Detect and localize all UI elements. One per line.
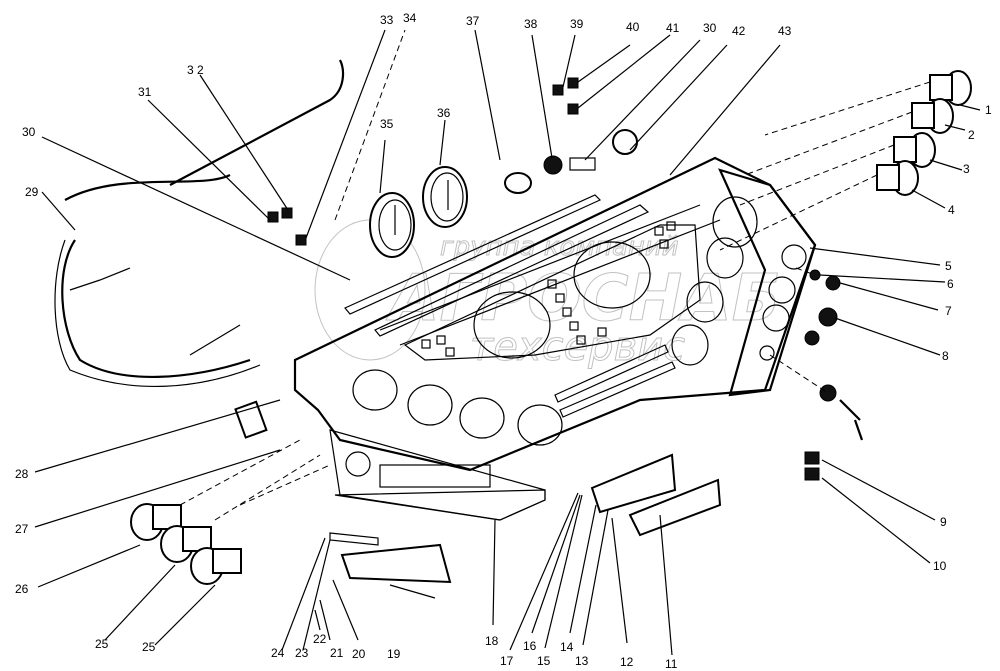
callout-22: 22 — [313, 632, 327, 646]
leader-lines — [34, 29, 981, 656]
callout-35: 35 — [380, 117, 394, 131]
wire-harness — [54, 59, 345, 388]
callout-10: 10 — [933, 559, 947, 573]
callout-30b: 30 — [703, 21, 717, 35]
callout-17: 17 — [500, 654, 514, 668]
callout-33: 33 — [380, 13, 394, 27]
callout-25a: 25 — [95, 637, 109, 651]
callout-42: 42 — [732, 24, 746, 38]
callout-31: 31 — [138, 85, 152, 99]
callout-6: 6 — [947, 277, 954, 291]
callout-18: 18 — [485, 634, 499, 648]
callout-21: 21 — [330, 646, 344, 660]
gauge-opening — [686, 281, 724, 323]
callout-38: 38 — [524, 17, 538, 31]
callout-25b: 25 — [142, 640, 156, 654]
callout-7: 7 — [945, 304, 952, 318]
callout-14: 14 — [560, 640, 574, 654]
callout-29: 29 — [25, 185, 39, 199]
assembly-lines — [179, 81, 931, 521]
gauge-opening — [473, 291, 551, 359]
callout-27: 27 — [15, 522, 29, 536]
small-parts — [234, 77, 864, 584]
callout-30a: 30 — [22, 125, 36, 139]
callout-3: 3 — [963, 162, 970, 176]
callout-15: 15 — [537, 654, 551, 668]
callout-26: 26 — [15, 582, 29, 596]
callout-5: 5 — [945, 259, 952, 273]
callouts: 1 2 3 4 5 6 7 8 9 10 11 12 13 14 15 16 1… — [15, 11, 992, 671]
switch-block — [590, 453, 677, 514]
gauge-set-right — [876, 70, 972, 196]
callout-1: 1 — [985, 103, 992, 117]
callout-32: 3 2 — [187, 63, 204, 77]
gauge-36 — [422, 166, 468, 228]
callout-43: 43 — [778, 24, 792, 38]
callout-24: 24 — [271, 646, 285, 660]
callout-37: 37 — [466, 14, 480, 28]
callout-20: 20 — [352, 647, 366, 661]
callout-2: 2 — [968, 128, 975, 142]
gauge-opening — [712, 196, 758, 248]
callout-40: 40 — [626, 20, 640, 34]
gauge-opening — [573, 241, 651, 309]
callout-12: 12 — [620, 655, 634, 669]
callout-36: 36 — [437, 106, 451, 120]
dashboard-panel — [293, 156, 817, 521]
trim-strip — [344, 194, 602, 315]
callout-4: 4 — [948, 203, 955, 217]
callout-8: 8 — [942, 349, 949, 363]
watermark-line1: группа компаний — [440, 232, 679, 262]
callout-41: 41 — [666, 21, 680, 35]
gauge-set-left — [130, 503, 242, 585]
switch-block — [340, 543, 452, 584]
callout-34: 34 — [403, 11, 417, 25]
trim-strip — [374, 204, 650, 337]
key-icon — [839, 399, 864, 441]
callout-28: 28 — [15, 467, 29, 481]
callout-9: 9 — [940, 515, 947, 529]
callout-16: 16 — [523, 639, 537, 653]
indicator-lamps — [421, 221, 676, 357]
callout-23: 23 — [295, 646, 309, 660]
callout-13: 13 — [575, 654, 589, 668]
callout-19: 19 — [387, 647, 401, 661]
callout-11: 11 — [665, 657, 678, 671]
callout-39: 39 — [570, 17, 584, 31]
gauge-opening — [671, 324, 709, 366]
gauge-35 — [369, 192, 415, 258]
gauge-opening — [706, 237, 744, 279]
switch-block — [628, 478, 722, 537]
